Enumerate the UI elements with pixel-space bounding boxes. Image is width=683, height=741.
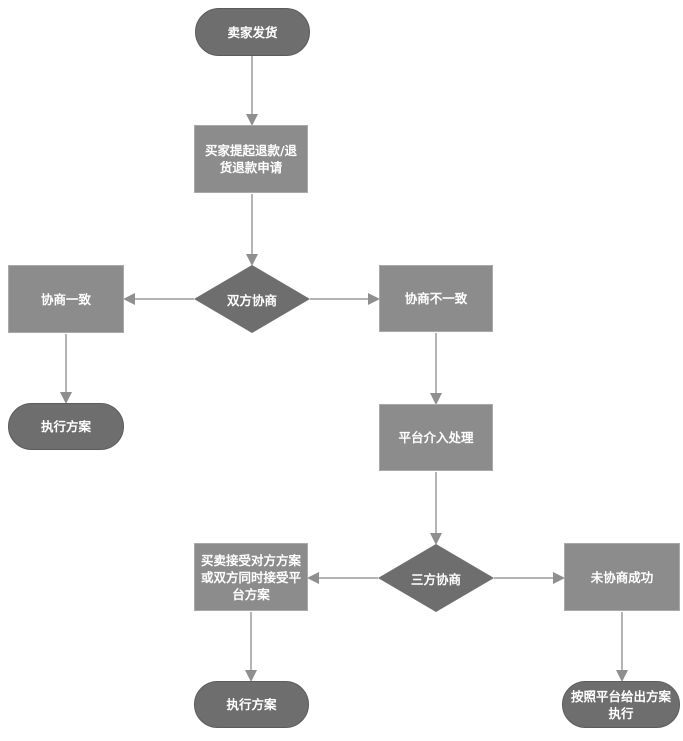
decision-trilateral-negotiation-shape <box>378 544 494 612</box>
node-label: 双方协商 <box>226 292 277 308</box>
process-platform-intervention: 平台介入处理 <box>379 404 493 471</box>
node-label: 买卖接受对方方案或双方同时接受平台方案 <box>200 552 301 602</box>
terminal-seller-ship: 卖家发货 <box>195 8 310 56</box>
node-label: 三方协商 <box>410 571 461 587</box>
terminal-execute-platform-plan: 按照平台给出方案执行 <box>562 681 680 728</box>
node-label: 执行方案 <box>40 419 91 434</box>
process-agreement: 协商一致 <box>8 265 124 333</box>
process-accept-plan: 买卖接受对方方案或双方同时接受平台方案 <box>194 543 308 611</box>
node-label: 协商一致 <box>40 291 91 307</box>
decision-trilateral-negotiation: 三方协商 <box>378 544 494 612</box>
terminal-execute-plan-1: 执行方案 <box>8 403 124 450</box>
node-label: 协商不一致 <box>404 291 468 306</box>
decision-bilateral-negotiation: 双方协商 <box>194 265 310 333</box>
node-label: 卖家发货 <box>227 24 278 40</box>
node-label: 买家提起退款/退货退款申请 <box>204 143 298 175</box>
node-label: 未协商成功 <box>590 569 654 585</box>
process-disagreement: 协商不一致 <box>379 265 493 332</box>
node-label: 按照平台给出方案执行 <box>570 688 671 721</box>
decision-bilateral-negotiation-shape <box>194 265 310 333</box>
node-label: 平台介入处理 <box>398 430 474 445</box>
node-label: 执行方案 <box>226 697 277 712</box>
process-buyer-request: 买家提起退款/退货退款申请 <box>194 125 308 193</box>
terminal-execute-plan-2: 执行方案 <box>194 681 309 728</box>
process-negotiation-failed: 未协商成功 <box>564 543 680 611</box>
